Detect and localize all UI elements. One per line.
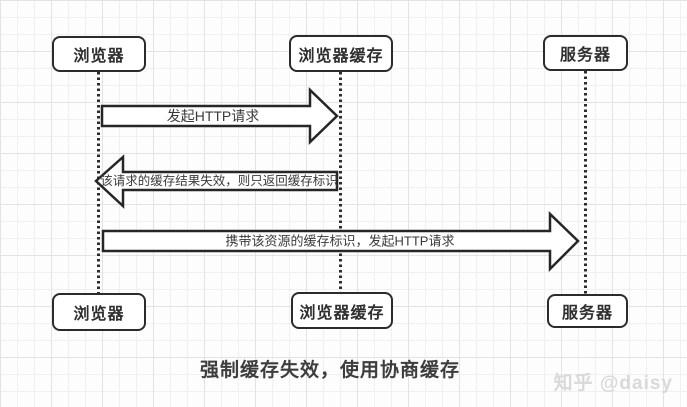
zhihu-watermark: 知乎 @daisy xyxy=(553,373,673,394)
browser-cache-lifeline xyxy=(339,72,342,293)
arrow-cache-result-invalid xyxy=(94,154,339,209)
actor-browser-top: 浏览器 xyxy=(52,36,146,72)
actor-server-top: 服务器 xyxy=(543,35,628,71)
actor-browser-bottom: 浏览器 xyxy=(52,293,146,331)
actor-browser-cache-bottom-label: 浏览器缓存 xyxy=(299,304,385,322)
message-label-http-request: 发起HTTP请求 xyxy=(167,108,260,124)
actor-server-bottom: 服务器 xyxy=(547,294,628,328)
actor-server-top-label: 服务器 xyxy=(559,47,611,64)
actor-browser-top-label: 浏览器 xyxy=(73,48,125,65)
actor-server-bottom-label: 服务器 xyxy=(561,305,613,322)
actor-browser-cache-top: 浏览器缓存 xyxy=(289,35,393,72)
diagram-caption: 强制缓存失效，使用协商缓存 xyxy=(199,360,460,381)
actor-browser-cache-top-label: 浏览器缓存 xyxy=(298,47,384,65)
server-lifeline xyxy=(584,71,587,294)
message-label-request-with-id: 携带该资源的缓存标识，发起HTTP请求 xyxy=(226,234,455,249)
actor-browser-cache-bottom: 浏览器缓存 xyxy=(291,292,393,329)
actor-browser-bottom-label: 浏览器 xyxy=(73,306,125,323)
arrow-http-request-to-cache xyxy=(100,87,339,145)
message-label-cache-invalid: 该请求的缓存结果失效，则只返回缓存标识 xyxy=(100,173,338,188)
arrow-request-with-cache-id xyxy=(101,211,580,273)
